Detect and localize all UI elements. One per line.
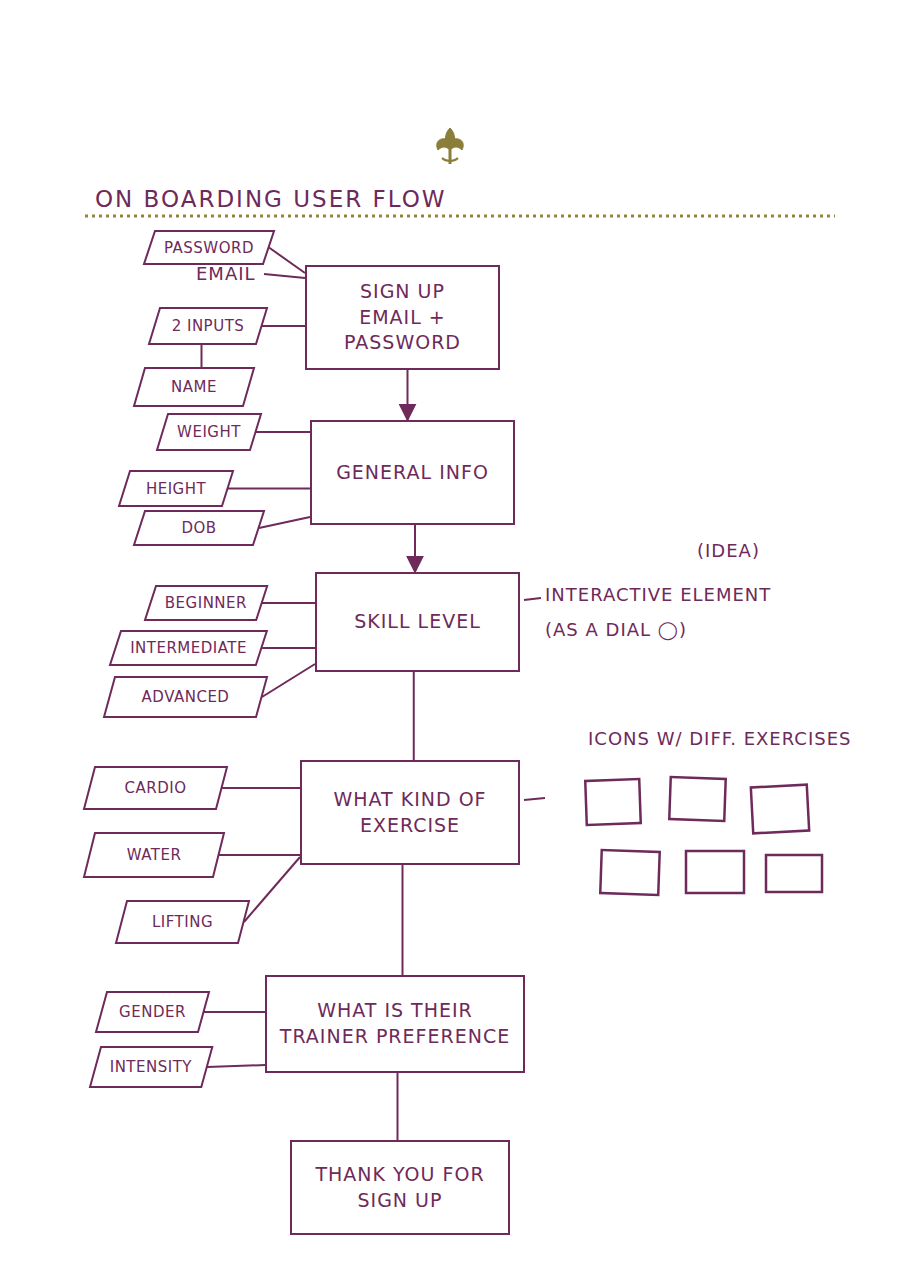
input-option: INTERMEDIATE <box>109 630 268 666</box>
input-option: GENDER <box>95 991 210 1033</box>
annotation-note: EMAIL <box>196 263 256 285</box>
flow-connector <box>413 672 415 760</box>
node-text: INTERMEDIATE <box>130 639 247 657</box>
process-box: SIGN UPEMAIL + PASSWORD <box>305 265 500 370</box>
flow-connector <box>256 431 310 433</box>
flow-connector <box>207 1065 265 1067</box>
annotation-note: ICONS W/ DIFF. EXERCISES <box>588 728 888 750</box>
input-option: WEIGHT <box>156 413 262 451</box>
annotation-note: (IDEA) <box>697 540 760 562</box>
node-text: HEIGHT <box>146 480 206 498</box>
icon-box <box>600 850 659 895</box>
flow-connector <box>262 602 315 604</box>
icon-box <box>669 777 725 821</box>
input-option: NAME <box>133 367 255 407</box>
flow-connector <box>244 857 300 922</box>
process-box: WHAT KIND OF EXERCISE <box>300 760 520 865</box>
node-text: PASSWORD <box>164 239 254 257</box>
node-text: WHAT KIND OF EXERCISE <box>312 787 508 838</box>
diagram-title: ON BOARDING USER FLOW <box>95 186 447 212</box>
input-option: DOB <box>133 510 265 546</box>
icon-box <box>751 785 809 834</box>
process-box: SKILL LEVEL <box>315 572 520 672</box>
flow-connector <box>262 325 305 327</box>
ornament <box>437 128 464 164</box>
icon-box <box>585 779 641 825</box>
input-option: CARDIO <box>83 766 228 810</box>
leader-line <box>524 798 545 800</box>
icon-placeholders <box>585 777 822 895</box>
input-option: BEGINNER <box>144 585 268 621</box>
flow-connector <box>201 345 203 367</box>
node-text: THANK YOU FOR SIGN UP <box>302 1162 498 1213</box>
flow-connector <box>262 664 315 697</box>
node-text: 2 INPUTS <box>172 317 245 335</box>
flow-connector <box>269 248 305 274</box>
node-text: NAME <box>171 378 217 396</box>
node-text: EMAIL + PASSWORD <box>317 305 488 356</box>
input-option: 2 INPUTS <box>148 307 268 345</box>
flow-connector <box>414 525 416 572</box>
flow-connector <box>402 865 404 975</box>
flow-connector <box>219 854 300 856</box>
input-option: INTENSITY <box>89 1046 213 1088</box>
flow-connector <box>397 1073 399 1140</box>
node-text: GENERAL INFO <box>336 460 489 486</box>
flow-connector <box>222 787 300 789</box>
node-text: INTENSITY <box>110 1058 192 1076</box>
input-option: ADVANCED <box>103 676 268 718</box>
node-text: WEIGHT <box>177 423 241 441</box>
process-box: WHAT IS THEIR TRAINER PREFERENCE <box>265 975 525 1073</box>
node-text: CARDIO <box>125 779 187 797</box>
node-text: WATER <box>127 846 182 864</box>
title-rule <box>85 215 835 218</box>
node-text: BEGINNER <box>165 594 247 612</box>
flow-connector <box>407 370 409 420</box>
leader-line <box>264 274 305 278</box>
flow-connector <box>259 517 310 528</box>
flow-connector <box>262 647 315 649</box>
icon-box <box>766 855 822 892</box>
node-text: SIGN UP <box>360 279 445 305</box>
input-option: HEIGHT <box>118 470 234 507</box>
process-box: GENERAL INFO <box>310 420 515 525</box>
node-text: WHAT IS THEIR TRAINER PREFERENCE <box>277 998 513 1049</box>
node-text: SKILL LEVEL <box>354 609 481 635</box>
node-text: LIFTING <box>152 913 213 931</box>
input-option: LIFTING <box>115 900 250 944</box>
annotation-note: INTERACTIVE ELEMENT (AS A DIAL ◯) <box>545 577 810 647</box>
icon-box <box>686 851 744 893</box>
input-option: PASSWORD <box>143 230 275 265</box>
node-text: GENDER <box>119 1003 186 1021</box>
process-box: THANK YOU FOR SIGN UP <box>290 1140 510 1235</box>
flow-connector <box>228 488 310 490</box>
flow-connector <box>204 1011 265 1013</box>
node-text: DOB <box>181 519 216 537</box>
input-option: WATER <box>83 832 225 878</box>
leader-line <box>524 598 541 600</box>
node-text: ADVANCED <box>142 688 230 706</box>
